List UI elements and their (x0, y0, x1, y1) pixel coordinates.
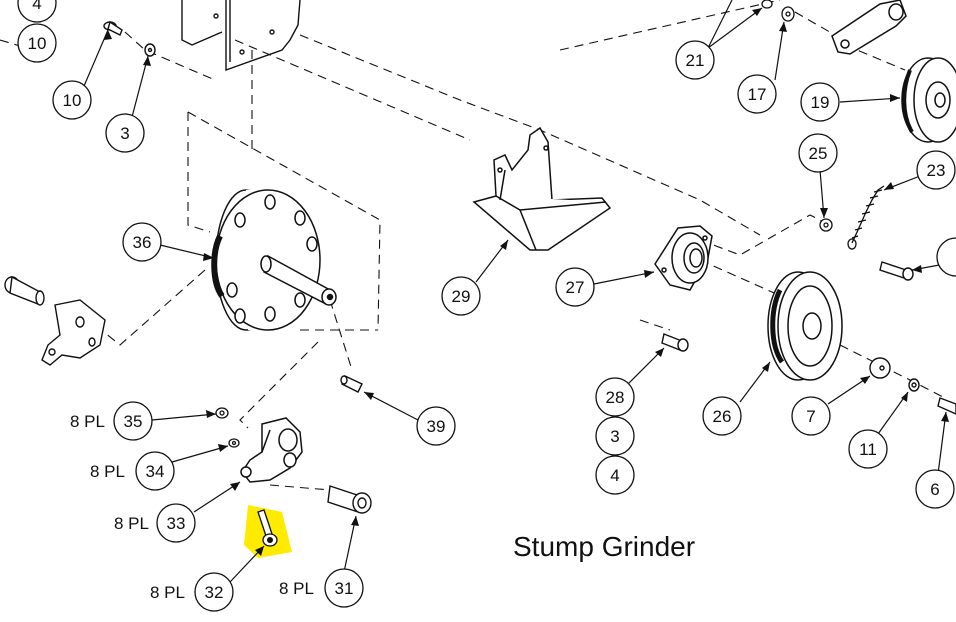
nut-35 (216, 408, 228, 418)
callout-27: 27 (555, 267, 595, 307)
svg-text:32: 32 (205, 583, 224, 602)
callouts: 4 10 10 3 36 35 8 PL 34 8 PL (17, 0, 956, 612)
disc-hub-36 (214, 190, 336, 330)
callout-33: 33 8 PL (114, 503, 196, 543)
skid-plate-29 (474, 128, 610, 250)
svg-text:6: 6 (930, 480, 939, 499)
svg-text:11: 11 (859, 440, 877, 459)
washer-17 (782, 7, 794, 21)
svg-text:36: 36 (133, 233, 152, 252)
callout-10: 10 (52, 80, 92, 120)
roll-pin-39 (341, 376, 362, 392)
callout-35: 35 8 PL (70, 401, 153, 441)
callout-36: 36 (122, 222, 162, 262)
svg-text:4: 4 (610, 466, 619, 485)
pl-quantity-label: 8 PL (70, 412, 105, 431)
svg-text:4: 4 (32, 0, 41, 13)
nut-21 (762, 0, 772, 8)
pl-quantity-label: 8 PL (279, 579, 314, 598)
callout-34: 34 8 PL (90, 451, 175, 491)
svg-text:3: 3 (610, 427, 619, 446)
washer-34 (229, 439, 239, 447)
spring-23 (848, 186, 884, 249)
callout-3: 3 (105, 113, 145, 153)
bolt-28 (662, 334, 688, 351)
svg-text:35: 35 (124, 412, 143, 431)
callout-31: 31 8 PL (279, 568, 364, 608)
callout-21: 21 (675, 40, 715, 80)
callout-4: 4 (17, 0, 57, 23)
svg-text:28: 28 (606, 388, 625, 407)
svg-text:33: 33 (167, 514, 186, 533)
svg-text:21: 21 (686, 51, 705, 70)
svg-text:17: 17 (748, 85, 767, 104)
bolt-6 (938, 398, 956, 414)
bolt-10 (104, 22, 122, 35)
callout-19: 19 (800, 82, 840, 122)
callout-29: 29 (441, 276, 481, 316)
pl-quantity-label: 8 PL (90, 462, 125, 481)
svg-text:19: 19 (811, 93, 830, 112)
pulley-26 (768, 272, 842, 380)
svg-text:23: 23 (927, 161, 946, 180)
pulley-19 (902, 58, 956, 142)
callout-28: 28 (595, 377, 635, 417)
nut-11 (909, 379, 919, 391)
left-bolt (5, 277, 44, 305)
callout-3: 3 (595, 416, 635, 456)
left-bracket (42, 300, 105, 365)
nut-25 (820, 219, 832, 231)
svg-text:27: 27 (566, 278, 585, 297)
arrowheads (104, 8, 949, 556)
svg-text:39: 39 (427, 417, 446, 436)
svg-text:10: 10 (63, 91, 82, 110)
svg-text:26: 26 (713, 407, 732, 426)
pl-quantity-label: 8 PL (114, 514, 149, 533)
diagram-title: Stump Grinder (513, 531, 695, 562)
svg-text:7: 7 (806, 407, 815, 426)
idler-arm (832, 0, 906, 54)
svg-text:34: 34 (146, 462, 165, 481)
callout-7: 7 (791, 396, 831, 436)
svg-text:3: 3 (120, 124, 129, 143)
pivot-bracket-33 (241, 418, 302, 482)
svg-text:10: 10 (28, 34, 47, 53)
partial-callout-edge (936, 237, 956, 277)
callout-39: 39 (416, 406, 456, 446)
callout-32: 32 8 PL (150, 572, 234, 612)
callout-25: 25 (798, 133, 838, 173)
callout-17: 17 (737, 74, 777, 114)
spring-bolt (880, 262, 913, 280)
callout-26: 26 (702, 396, 742, 436)
svg-text:31: 31 (335, 579, 354, 598)
callout-23: 23 (916, 150, 956, 190)
washer-3 (145, 44, 155, 56)
shoulder-bolt-31 (328, 486, 371, 513)
svg-text:29: 29 (452, 287, 471, 306)
upper-frame-plate (182, 0, 300, 70)
callout-11: 11 (848, 429, 888, 469)
callout-4: 4 (595, 455, 635, 495)
flange-bearing-27 (655, 226, 712, 290)
pl-quantity-label: 8 PL (150, 583, 185, 602)
callout-6: 6 (915, 469, 955, 509)
washer-7 (870, 358, 890, 378)
svg-text:25: 25 (809, 144, 828, 163)
callout-10: 10 (17, 23, 57, 63)
highlighted-bolt-32 (244, 505, 292, 558)
